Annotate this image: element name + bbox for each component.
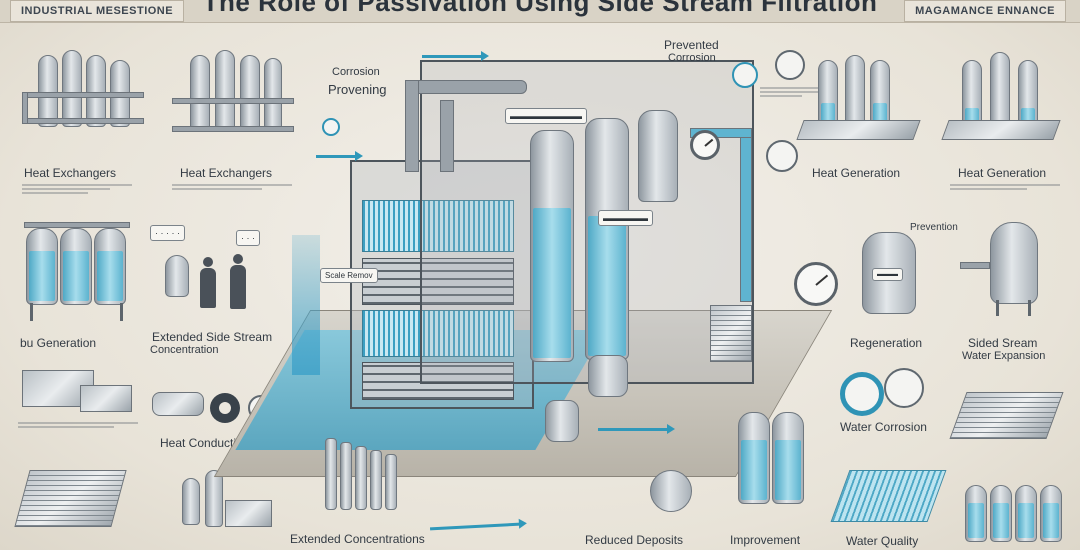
water-drop-icon	[322, 118, 340, 136]
caption-lines	[18, 420, 138, 436]
callout-tag: ▬▬▬▬▬▬▬▬	[505, 108, 587, 124]
filter-panel-illustration	[949, 392, 1064, 439]
label-sided-stream: Sided Sream	[968, 336, 1038, 350]
gauge-icon	[775, 50, 805, 80]
gauge-icon	[690, 130, 720, 160]
arrow-icon	[422, 51, 489, 61]
caption-lines	[760, 85, 820, 101]
label-extended-concentrations: Extended Concentrations	[290, 532, 425, 546]
gear-icon	[210, 393, 240, 423]
label-reduced-deposits: Reduced Deposits	[585, 533, 684, 547]
label-scale-removal: Scale Remov	[320, 268, 378, 283]
label-water-corrosion: Water Corrosion	[840, 420, 927, 434]
water-drop-icon	[840, 372, 884, 416]
filter-panel-illustration	[14, 470, 127, 527]
arrow-icon	[316, 151, 363, 161]
label-prevented: Prevented	[664, 38, 719, 52]
label-heat-conduction: Heat Conduction	[160, 436, 250, 450]
label-heat-generation-2: Heat Generation	[958, 166, 1047, 180]
caption-lines	[22, 182, 132, 198]
label-heat-exchangers-1: Heat Exchangers	[24, 166, 117, 180]
label-prevention: Prevention	[910, 222, 958, 233]
callout-tag: ▬▬▬▬▬	[598, 210, 653, 226]
label-preventing-corrosion: Corrosion	[332, 66, 380, 78]
fan-icon	[732, 62, 758, 88]
label-regeneration: Regeneration	[850, 336, 923, 350]
fan-icon	[884, 368, 924, 408]
water-filter-illustration	[830, 470, 947, 522]
header-banner	[0, 0, 1080, 23]
pump-illustration	[650, 470, 692, 512]
page-title: The Role of Passivation Using Side Strea…	[202, 0, 878, 17]
label-improvement: Improvement	[730, 533, 801, 547]
label-water-quality: Water Quality	[846, 534, 919, 548]
corner-tag-left: INDUSTRIAL MESESTIONE	[10, 0, 185, 22]
gauge-icon	[794, 262, 838, 306]
label-extended-side-stream: Extended Side Stream	[152, 330, 273, 344]
water-stream	[292, 235, 320, 375]
label-bio-generation: bu Generation	[20, 336, 97, 350]
caption-lines	[950, 182, 1060, 198]
label-concentration: Concentration	[150, 344, 219, 356]
arrow-icon	[429, 522, 521, 531]
label-heat-exchangers-2: Heat Exchangers	[180, 166, 273, 180]
label-water-expansion: Water Expansion	[962, 350, 1046, 362]
recycle-icon	[766, 140, 798, 172]
corner-tag-right: MAGAMANCE ENNANCE	[904, 0, 1066, 22]
caption-lines	[172, 182, 292, 198]
label-heat-generation-1: Heat Generation	[812, 166, 901, 180]
arrow-icon	[598, 424, 675, 434]
label-corrosion: Corrosion	[668, 52, 716, 64]
label-preventing: Provening	[328, 82, 387, 97]
